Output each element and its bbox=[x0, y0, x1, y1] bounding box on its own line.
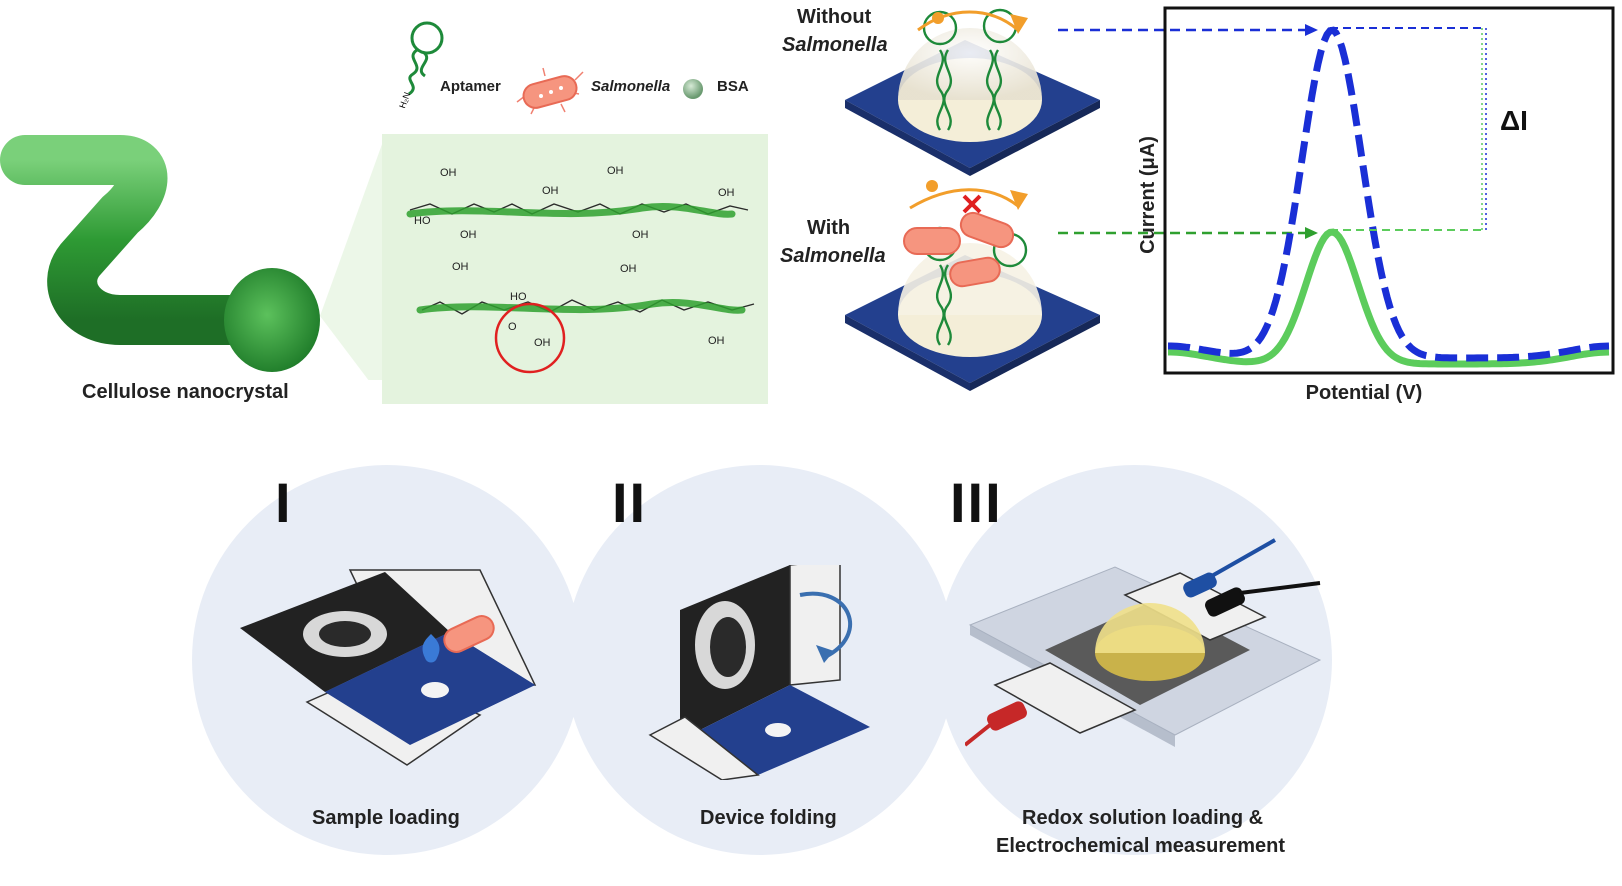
step-label-2: Device folding bbox=[700, 807, 837, 829]
svg-text:O: O bbox=[508, 321, 517, 333]
oh-group: OH bbox=[718, 187, 735, 199]
chemical-structure-panel: OH HO OH OH OH OH OH OH OH HO OH O OH bbox=[382, 134, 768, 404]
ho-group: HO bbox=[414, 215, 431, 227]
oh-group: OH bbox=[460, 229, 477, 241]
sample-loading-illustration bbox=[240, 569, 537, 766]
bsa-icon bbox=[683, 79, 703, 99]
oh-group: OH bbox=[440, 167, 457, 179]
blocked-x-icon bbox=[962, 194, 982, 214]
step-label-3a: Redox solution loading & bbox=[1022, 807, 1264, 829]
oh-group: OH bbox=[542, 185, 559, 197]
aptamer-icon: H₂N bbox=[397, 21, 444, 108]
current-potential-plot: ΔI Current (μA) Potential (V) bbox=[1058, 6, 1615, 404]
svg-text:OH: OH bbox=[534, 337, 551, 349]
device-folding-illustration bbox=[648, 565, 870, 780]
legend-salmonella: Salmonella bbox=[591, 78, 671, 95]
salmonella-icon bbox=[516, 67, 584, 115]
carboxyl-highlight-circle bbox=[494, 302, 566, 374]
cellulose-nanocrystal-label: Cellulose nanocrystal bbox=[82, 381, 289, 403]
svg-text:H₂N: H₂N bbox=[397, 91, 412, 108]
electrode-without-salmonella bbox=[845, 8, 1100, 176]
cellulose-chains: OH HO OH OH OH OH OH OH OH HO OH O OH bbox=[406, 165, 755, 374]
legend: H₂N Aptamer Salmonella BSA bbox=[395, 18, 775, 115]
oh-group: OH bbox=[607, 165, 624, 177]
y-axis-label: Current (μA) bbox=[1137, 136, 1159, 254]
plot-frame bbox=[1163, 6, 1615, 375]
series-without bbox=[1168, 26, 1610, 362]
with-label-2: Salmonella bbox=[780, 245, 886, 267]
legend-bsa: BSA bbox=[717, 78, 749, 95]
step-numeral-3: III bbox=[950, 471, 1003, 534]
oh-group: OH bbox=[452, 261, 469, 273]
ho-group: HO bbox=[510, 291, 527, 303]
delta-i-label: ΔI bbox=[1500, 105, 1528, 136]
step-numeral-2: II bbox=[612, 471, 648, 534]
without-label-1: Without bbox=[797, 6, 872, 28]
without-label-2: Salmonella bbox=[782, 34, 888, 56]
legend-aptamer: Aptamer bbox=[440, 78, 501, 95]
cellulose-nanocrystal-illustration bbox=[0, 135, 385, 380]
with-label-1: With bbox=[807, 217, 851, 239]
step-numeral-1: I bbox=[275, 471, 293, 534]
oh-group: OH bbox=[632, 229, 649, 241]
step-label-1: Sample loading bbox=[312, 807, 460, 829]
electrode-with-salmonella bbox=[845, 180, 1100, 391]
series-with bbox=[1168, 228, 1610, 368]
electrochemical-measurement-illustration bbox=[965, 538, 1322, 747]
x-axis-label: Potential (V) bbox=[1306, 382, 1423, 404]
oh-group: OH bbox=[708, 335, 725, 347]
step-label-3b: Electrochemical measurement bbox=[996, 835, 1286, 857]
oh-group: OH bbox=[620, 263, 637, 275]
